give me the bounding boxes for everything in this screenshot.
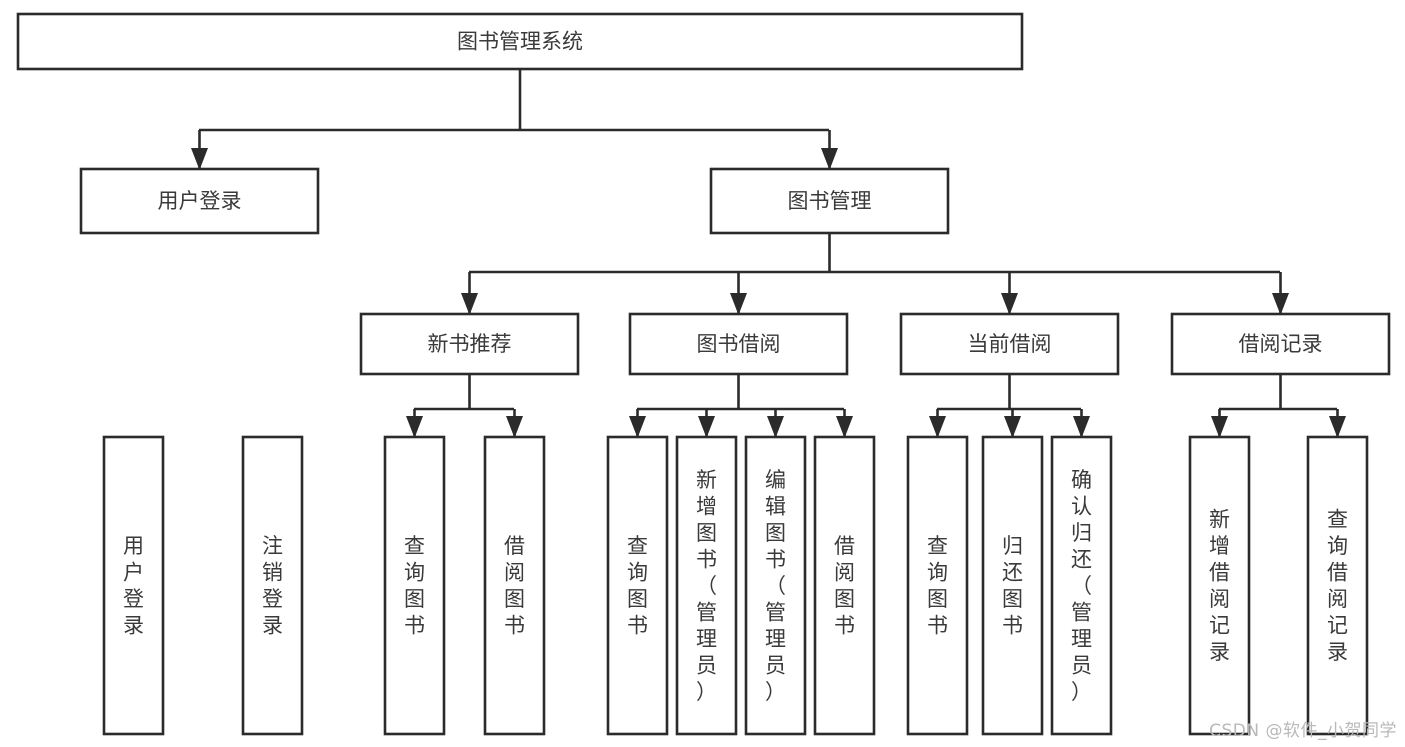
node-label-book-borrow: 图书借阅 (697, 332, 781, 356)
node-user-login[interactable]: 用户登录 (79, 167, 320, 235)
node-label-leaf-query-book-1: 查询图书 (404, 534, 425, 638)
node-label-book-manage: 图书管理 (788, 189, 872, 213)
node-book-manage[interactable]: 图书管理 (709, 167, 950, 235)
node-box-leaf-query-book-1[interactable] (383, 435, 446, 736)
node-box-leaf-add-record[interactable] (1188, 435, 1251, 736)
node-box-leaf-borrow-book-2[interactable] (813, 435, 876, 736)
node-label-leaf-query-book-2: 查询图书 (627, 534, 648, 638)
node-label-leaf-edit-book: 编辑图书（管理员） (765, 468, 786, 704)
node-label-leaf-borrow-book-1: 借阅图书 (504, 534, 525, 638)
node-label-borrow-record: 借阅记录 (1239, 332, 1323, 356)
arrow-head-icon (506, 416, 523, 438)
node-leaf-add-book[interactable]: 新增图书（管理员） (675, 435, 738, 736)
node-box-leaf-query-book-2[interactable] (606, 435, 669, 736)
arrow-head-icon (821, 148, 838, 170)
arrow-head-icon (698, 416, 715, 438)
node-box-leaf-add-book[interactable] (675, 435, 738, 736)
node-current-borrow[interactable]: 当前借阅 (899, 312, 1120, 376)
node-box-leaf-confirm-return[interactable] (1050, 435, 1113, 736)
node-leaf-borrow-book-1[interactable]: 借阅图书 (483, 435, 546, 736)
node-label-leaf-add-record: 新增借阅记录 (1209, 508, 1230, 665)
node-leaf-add-record[interactable]: 新增借阅记录 (1188, 435, 1251, 736)
node-box-leaf-query-record[interactable] (1306, 435, 1369, 736)
node-box-book-manage[interactable] (709, 167, 950, 235)
node-leaf-logout[interactable]: 注销登录 (241, 435, 304, 736)
node-box-leaf-return-book[interactable] (981, 435, 1044, 736)
arrow-head-icon (629, 416, 646, 438)
node-box-leaf-logout[interactable] (241, 435, 304, 736)
node-label-new-book-recommend: 新书推荐 (428, 332, 512, 356)
node-leaf-user-login[interactable]: 用户登录 (102, 435, 165, 736)
node-leaf-edit-book[interactable]: 编辑图书（管理员） (744, 435, 807, 736)
connector-layer (191, 69, 1346, 438)
node-label-root: 图书管理系统 (457, 30, 583, 54)
node-leaf-query-book-3[interactable]: 查询图书 (906, 435, 969, 736)
node-new-book-recommend[interactable]: 新书推荐 (359, 312, 580, 376)
node-box-new-book-recommend[interactable] (359, 312, 580, 376)
node-label-leaf-logout: 注销登录 (262, 534, 283, 638)
arrow-head-icon (1272, 293, 1289, 315)
node-label-leaf-user-login: 用户登录 (123, 534, 144, 638)
node-box-user-login[interactable] (79, 167, 320, 235)
node-box-book-borrow[interactable] (628, 312, 849, 376)
arrow-head-icon (1211, 416, 1228, 438)
node-label-leaf-query-record: 查询借阅记录 (1327, 508, 1348, 665)
node-label-leaf-add-book: 新增图书（管理员） (696, 468, 717, 704)
node-leaf-query-record[interactable]: 查询借阅记录 (1306, 435, 1369, 736)
node-leaf-query-book-1[interactable]: 查询图书 (383, 435, 446, 736)
arrow-head-icon (1329, 416, 1346, 438)
arrow-head-icon (1001, 293, 1018, 315)
arrow-head-icon (191, 148, 208, 170)
node-label-current-borrow: 当前借阅 (968, 332, 1052, 356)
node-borrow-record[interactable]: 借阅记录 (1170, 312, 1391, 376)
node-label-leaf-borrow-book-2: 借阅图书 (834, 534, 855, 638)
arrow-head-icon (406, 416, 423, 438)
arrow-head-icon (767, 416, 784, 438)
node-label-user-login: 用户登录 (158, 189, 242, 213)
node-leaf-borrow-book-2[interactable]: 借阅图书 (813, 435, 876, 736)
node-box-leaf-borrow-book-1[interactable] (483, 435, 546, 736)
watermark-label: CSDN @软件_小贺同学 (1209, 721, 1397, 741)
node-label-leaf-query-book-3: 查询图书 (927, 534, 948, 638)
arrow-head-icon (461, 293, 478, 315)
node-label-leaf-confirm-return: 确认归还（管理员） (1071, 468, 1092, 704)
node-box-root[interactable] (16, 12, 1024, 71)
arrow-head-icon (836, 416, 853, 438)
node-book-borrow[interactable]: 图书借阅 (628, 312, 849, 376)
node-box-leaf-user-login[interactable] (102, 435, 165, 736)
node-label-leaf-return-book: 归还图书 (1002, 534, 1023, 638)
node-layer: 图书管理系统用户登录图书管理新书推荐图书借阅当前借阅借阅记录用户登录注销登录查询… (16, 12, 1391, 736)
node-leaf-query-book-2[interactable]: 查询图书 (606, 435, 669, 736)
node-box-leaf-edit-book[interactable] (744, 435, 807, 736)
node-leaf-return-book[interactable]: 归还图书 (981, 435, 1044, 736)
arrow-head-icon (929, 416, 946, 438)
node-box-leaf-query-book-3[interactable] (906, 435, 969, 736)
node-box-current-borrow[interactable] (899, 312, 1120, 376)
arrow-head-icon (1004, 416, 1021, 438)
node-box-borrow-record[interactable] (1170, 312, 1391, 376)
arrow-head-icon (730, 293, 747, 315)
node-leaf-confirm-return[interactable]: 确认归还（管理员） (1050, 435, 1113, 736)
arrow-head-icon (1073, 416, 1090, 438)
node-root[interactable]: 图书管理系统 (16, 12, 1024, 71)
